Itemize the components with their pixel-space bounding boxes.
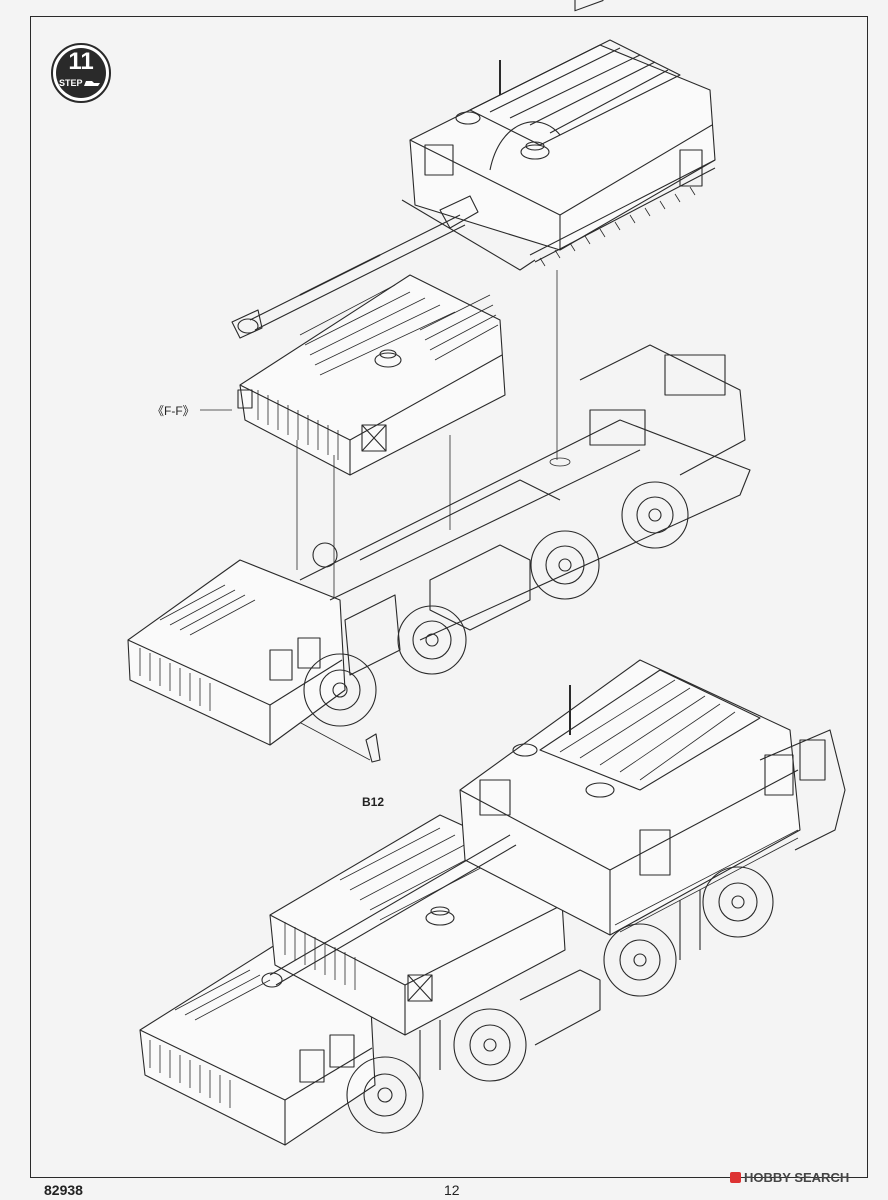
step-label: STEP: [59, 78, 83, 88]
step-badge-icon: [51, 43, 111, 103]
watermark-text: HOBBY SEARCH: [744, 1170, 850, 1185]
vehicle-wheels: [346, 866, 774, 1134]
page-border: [30, 16, 868, 1178]
step-badge: 11 STEP: [50, 42, 112, 104]
watermark: HOBBY SEARCH: [730, 1170, 849, 1185]
part-label-b12: B12: [362, 795, 385, 809]
completed-vehicle: [139, 659, 846, 1146]
catalog-number: 82938: [44, 1182, 83, 1198]
chassis-wheels: [303, 481, 689, 727]
truck-chassis: [127, 344, 751, 763]
turret-lower-housing: [237, 274, 506, 476]
gun-barrel: [231, 195, 479, 339]
section-callout: 《F-F》: [152, 404, 195, 418]
guide-lines: [200, 270, 571, 761]
step-number: 11: [68, 48, 94, 75]
watermark-logo-icon: [730, 1172, 741, 1183]
turret-upper-housing: [401, 0, 716, 271]
page-number: 12: [444, 1182, 460, 1198]
